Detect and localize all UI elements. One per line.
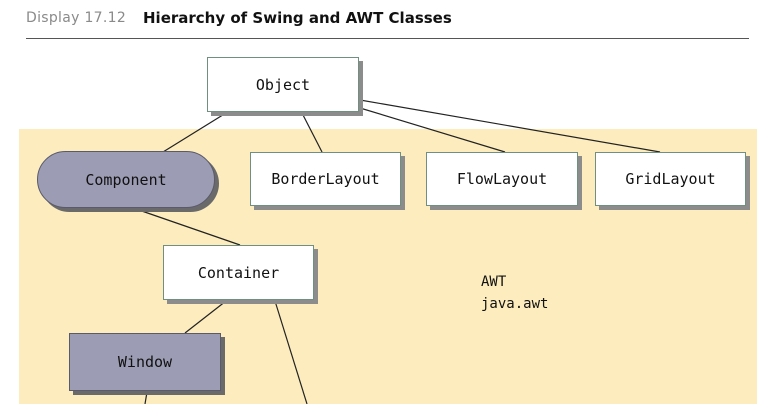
node-flowlayout: FlowLayout [426,152,578,206]
edge-object-borderlayout [301,112,323,153]
awt-package-name: java.awt [481,296,549,312]
node-container: Container [163,245,314,300]
node-window: Window [69,333,221,391]
edge-object-component [162,112,227,153]
display-number-label: Display 17.12 [26,10,127,26]
awt-region-name: AWT [481,274,507,290]
node-component: Component [37,151,215,208]
edge-container-down [274,300,308,404]
edge-object-gridlayout [359,99,661,153]
node-borderlayout: BorderLayout [250,152,401,206]
display-header: Display 17.12 Hierarchy of Swing and AWT… [26,8,749,39]
edge-container-window [184,300,227,334]
edge-object-flowlayout [359,107,506,153]
edge-component-container [135,208,241,246]
display-title: Hierarchy of Swing and AWT Classes [143,9,452,27]
node-object: Object [207,57,359,112]
edge-window-down [144,391,148,404]
node-gridlayout: GridLayout [595,152,746,206]
